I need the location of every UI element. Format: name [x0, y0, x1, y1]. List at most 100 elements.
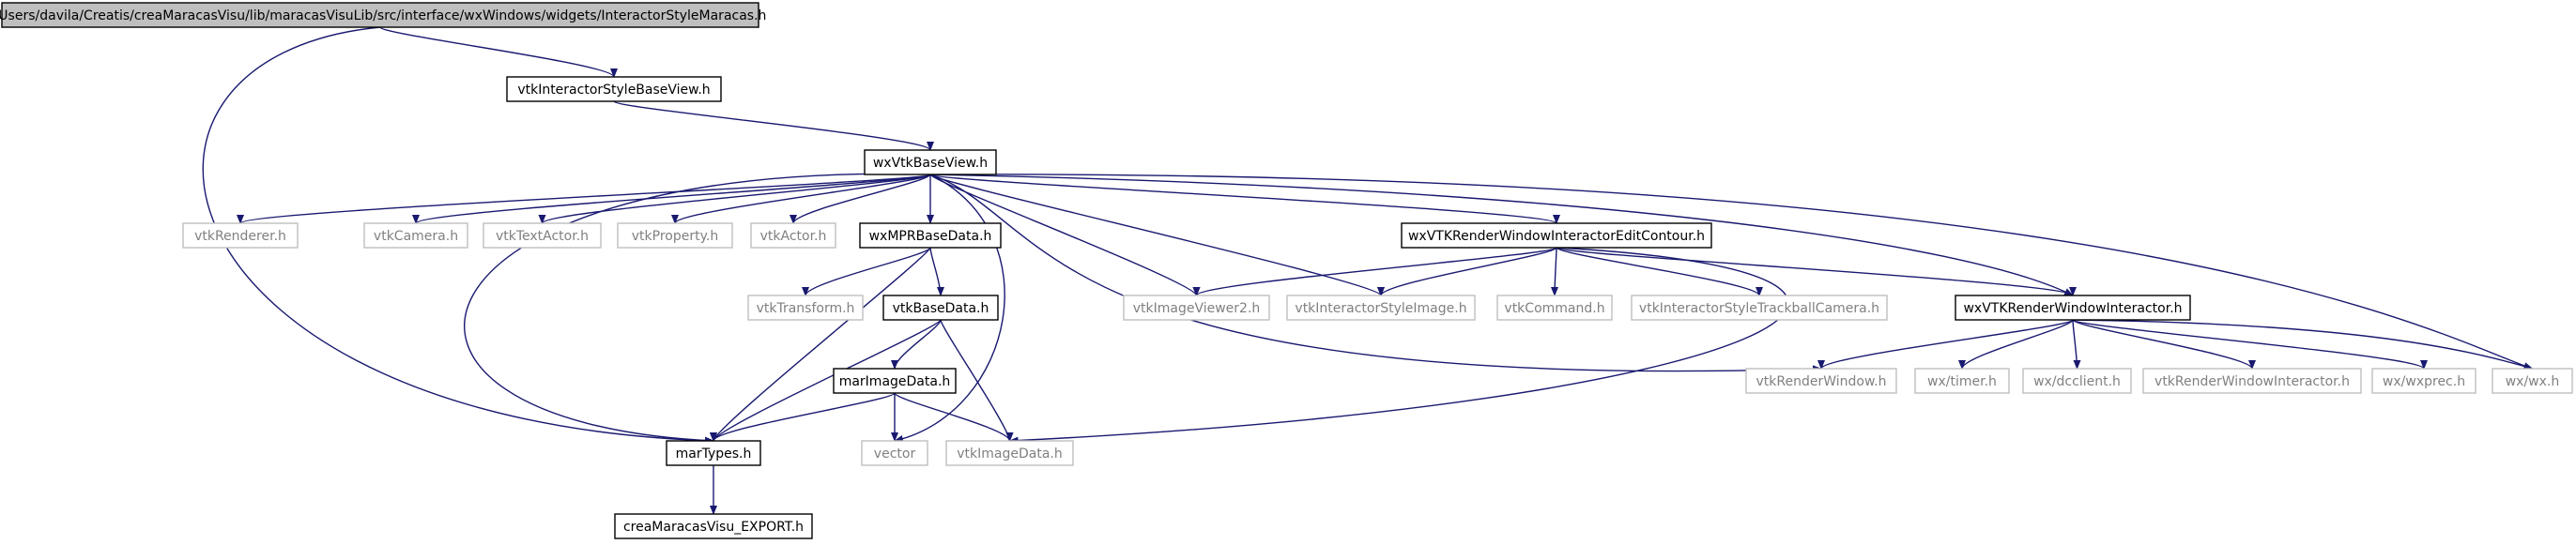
node-box	[750, 222, 836, 249]
edge-wxMPRBaseData-to-vtkBaseData	[929, 247, 944, 296]
node-box	[1496, 295, 1613, 321]
edge-wxVtkBaseView-to-vtkInteractorStyleImage	[929, 174, 1385, 296]
node-box	[614, 513, 813, 539]
node-label: marImageData.h	[839, 374, 951, 389]
node-label: wx/wx.h	[2506, 374, 2560, 389]
node-box	[882, 295, 999, 321]
node-box	[182, 222, 299, 249]
edge-wxVtkBaseView-to-vector	[894, 174, 1005, 443]
node-wxMPRBaseData[interactable]: wxMPRBaseData.h	[859, 222, 1002, 249]
node-label: wxVtkBaseView.h	[873, 156, 988, 171]
edge-wxMPRBaseData-to-marTypes	[710, 247, 931, 442]
node-box	[1, 2, 759, 28]
node-box	[747, 295, 864, 321]
edge-wxMPRBaseData-to-vtkTransform	[802, 247, 931, 296]
node-vector: vector	[861, 440, 928, 466]
node-box	[2022, 368, 2132, 394]
node-wxdcclient: wx/dcclient.h	[2022, 368, 2132, 394]
edge-wxVtkBaseView-to-vtkActor	[790, 174, 931, 224]
node-label: vtkBaseData.h	[893, 301, 989, 316]
node-label: wxVTKRenderWindowInteractorEditContour.h	[1408, 229, 1705, 244]
node-label: /Users/davila/Creatis/creaMaracasVisu/li…	[0, 8, 766, 23]
node-wxVtkBaseView[interactable]: wxVtkBaseView.h	[864, 149, 997, 175]
node-box	[363, 222, 468, 249]
edge-root-to-vtkInteractorStyleBaseView	[379, 26, 618, 78]
node-box	[506, 76, 722, 102]
node-label: vtkCamera.h	[374, 229, 458, 244]
node-label: wxMPRBaseData.h	[869, 229, 992, 244]
node-wxtimer: wx/timer.h	[1914, 368, 2010, 394]
node-box	[864, 149, 997, 175]
edge-wxVTKRenderWindowInteractorEditContour-to-vtkImageData	[1008, 247, 1789, 445]
node-wxVTKRenderWindowInteractorEditContour[interactable]: wxVTKRenderWindowInteractorEditContour.h	[1401, 222, 1712, 249]
node-vtkBaseData[interactable]: vtkBaseData.h	[882, 295, 999, 321]
node-label: vtkActor.h	[760, 229, 827, 244]
node-label: vtkInteractorStyleBaseView.h	[517, 83, 710, 98]
edge-wxVTKRenderWindowInteractor-to-wxwx	[2072, 319, 2534, 371]
edge-wxVTKRenderWindowInteractor-to-wxtimer	[1958, 319, 2074, 370]
node-vtkInteractorStyleImage: vtkInteractorStyleImage.h	[1286, 295, 1476, 321]
node-creaMaracasVisu_EXPORT[interactable]: creaMaracasVisu_EXPORT.h	[614, 513, 813, 539]
node-vtkCommand: vtkCommand.h	[1496, 295, 1613, 321]
node-box	[1745, 368, 1897, 394]
edge-wxVtkBaseView-to-vtkTextActor	[538, 174, 931, 224]
node-label: wx/dcclient.h	[2033, 374, 2121, 389]
node-box	[833, 368, 957, 394]
node-vtkImageData: vtkImageData.h	[945, 440, 1074, 466]
edge-wxVtkBaseView-to-wxwx	[929, 174, 2534, 370]
node-box	[666, 440, 761, 466]
node-box	[2371, 368, 2476, 394]
node-box	[859, 222, 1002, 249]
edge-vtkBaseData-to-marImageData	[891, 319, 942, 370]
node-vtkTransform: vtkTransform.h	[747, 295, 864, 321]
edge-wxVTKRenderWindowInteractor-to-wxwxprec	[2072, 319, 2428, 370]
edge-wxVtkBaseView-to-wxVTKRenderWindowInteractor	[929, 174, 2074, 296]
node-vtkTextActor: vtkTextActor.h	[483, 222, 602, 249]
node-vtkInteractorStyleBaseView[interactable]: vtkInteractorStyleBaseView.h	[506, 76, 722, 102]
node-marTypes[interactable]: marTypes.h	[666, 440, 761, 466]
node-label: vector	[874, 447, 916, 462]
edge-marImageData-to-marTypes	[710, 392, 896, 442]
node-box	[1123, 295, 1270, 321]
node-vtkActor: vtkActor.h	[750, 222, 836, 249]
node-vtkProperty: vtkProperty.h	[617, 222, 733, 249]
node-marImageData[interactable]: marImageData.h	[833, 368, 957, 394]
node-label: vtkRenderWindow.h	[1756, 374, 1887, 389]
node-label: vtkTransform.h	[757, 301, 855, 316]
node-label: vtkInteractorStyleTrackballCamera.h	[1639, 301, 1879, 316]
node-label: vtkImageViewer2.h	[1133, 301, 1261, 316]
edge-wxVTKRenderWindowInteractorEditContour-to-vtkCommand	[1551, 247, 1559, 296]
node-box	[861, 440, 928, 466]
edge-wxVTKRenderWindowInteractor-to-wxdcclient	[2072, 319, 2081, 370]
edge-vtkBaseData-to-marTypes	[710, 319, 942, 442]
node-box	[617, 222, 733, 249]
node-box	[1914, 368, 2010, 394]
edge-wxVTKRenderWindowInteractorEditContour-to-vtkInteractorStyleImage	[1377, 247, 1557, 296]
node-box	[1631, 295, 1888, 321]
node-label: wx/timer.h	[1927, 374, 1997, 389]
edge-wxVtkBaseView-to-vtkRenderer	[237, 174, 931, 224]
node-wxwx: wx/wx.h	[2492, 368, 2573, 394]
edge-wxVtkBaseView-to-wxVTKRenderWindowInteractorEditContour	[929, 174, 1560, 224]
edge-wxVtkBaseView-to-marTypes	[464, 173, 931, 445]
node-box	[1401, 222, 1712, 249]
node-root[interactable]: /Users/davila/Creatis/creaMaracasVisu/li…	[0, 2, 766, 28]
node-label: vtkTextActor.h	[496, 229, 589, 244]
node-label: vtkImageData.h	[957, 447, 1062, 462]
node-vtkRenderWindow: vtkRenderWindow.h	[1745, 368, 1897, 394]
node-vtkImageViewer2: vtkImageViewer2.h	[1123, 295, 1270, 321]
node-label: wxVTKRenderWindowInteractor.h	[1963, 301, 2182, 316]
node-wxwxprec: wx/wxprec.h	[2371, 368, 2476, 394]
edge-wxVTKRenderWindowInteractor-to-vtkRenderWindow	[1817, 319, 2074, 370]
node-label: marTypes.h	[676, 447, 752, 462]
edge-wxVtkBaseView-to-vtkRenderWindow	[929, 174, 1822, 373]
edge-wxVTKRenderWindowInteractorEditContour-to-vtkInteractorStyleTrackballCamera	[1556, 247, 1763, 296]
edge-vtkInteractorStyleBaseView-to-wxVtkBaseView	[613, 100, 934, 151]
node-box	[945, 440, 1074, 466]
node-label: vtkRenderWindowInteractor.h	[2154, 374, 2350, 389]
node-wxVTKRenderWindowInteractor[interactable]: wxVTKRenderWindowInteractor.h	[1955, 295, 2191, 321]
node-vtkRenderer: vtkRenderer.h	[182, 222, 299, 249]
node-box	[2492, 368, 2573, 394]
